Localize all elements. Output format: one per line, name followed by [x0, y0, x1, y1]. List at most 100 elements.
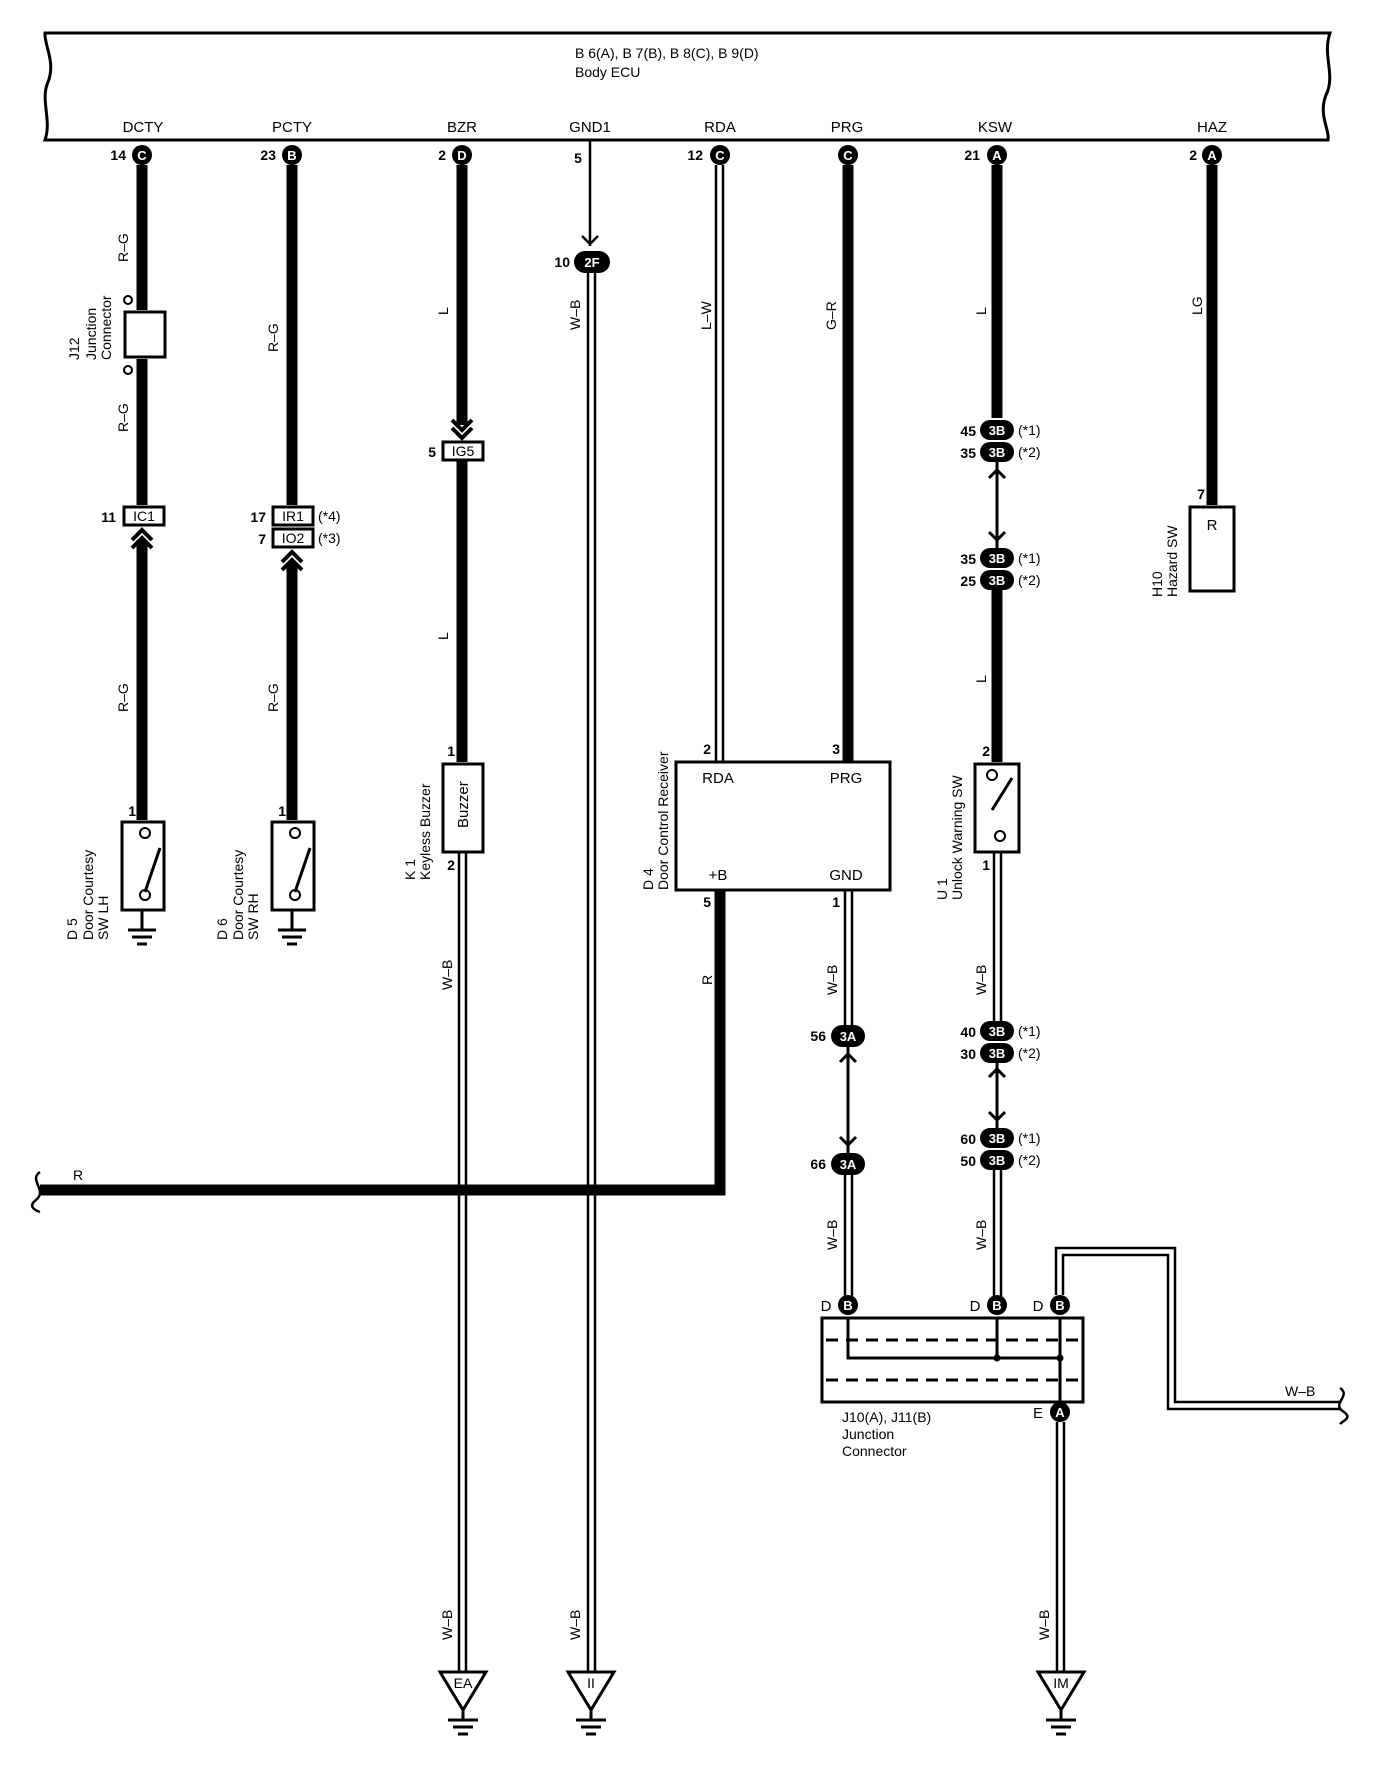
wire-b-color-1: R: [699, 975, 715, 985]
ground-ii: II: [565, 1670, 617, 1736]
splice-note: (*2): [1018, 1045, 1041, 1061]
splice-id: 3B: [989, 1024, 1006, 1039]
h10-pin: 7: [1197, 486, 1205, 502]
circuit-gnd1: 2F 10 W–B W–B: [554, 140, 610, 1672]
j10-conn-a: A: [1055, 1405, 1065, 1420]
splice-ir1-pin: 17: [250, 509, 266, 525]
ecu-pins: 14 C 23 B 2 D 5 12 C C 21 A 2 A: [110, 145, 1222, 166]
j12-id: J12: [66, 337, 82, 360]
u1-pin-top: 2: [982, 743, 990, 759]
h10-label-1: Hazard SW: [1164, 525, 1180, 597]
wire-dcty-color-2: R–G: [115, 403, 131, 432]
circuit-ksw: 3B 45 (*1) 3B 35 (*2) 3B 35 (*1) 3B 25 (…: [934, 165, 1041, 1298]
u1-pin-bot: 1: [982, 857, 990, 873]
d5-id: D 5: [64, 918, 80, 940]
splice-ic1-pin: 11: [101, 509, 116, 525]
splice-id: 3B: [989, 445, 1006, 460]
wire-gnd-color-1: W–B: [824, 965, 840, 995]
conn-rda: C: [715, 148, 725, 163]
splice-id: 3B: [989, 1153, 1006, 1168]
j10-pin-d-2: D: [970, 1298, 981, 1315]
pin-ksw: 21: [964, 147, 980, 163]
splice-note: (*2): [1018, 444, 1041, 460]
ground-im: IM: [1035, 1670, 1087, 1736]
splice-id: 3B: [989, 1046, 1006, 1061]
j10-pin-e: E: [1033, 1405, 1043, 1422]
splice-id: 3B: [989, 423, 1006, 438]
splice-3b-u1-a: 3B 40 (*1) 3B 30 (*2): [960, 1021, 1041, 1063]
d4-pin-b: 5: [703, 894, 711, 910]
keyless-buzzer: [441, 762, 485, 854]
j10-conn-b-2: B: [992, 1298, 1001, 1313]
junction-connector-j10-j11: D B D B D B E A J10(A), J11(B) Junction …: [820, 1246, 1349, 1672]
d4-b-label: +B: [709, 867, 728, 884]
h10-id: H10: [1149, 571, 1165, 597]
splice-2f-id: 2F: [584, 255, 599, 270]
wire-pcty-color-1: R–G: [265, 323, 281, 352]
d4-id: D 4: [640, 868, 656, 890]
ground-ii-label: II: [587, 1675, 595, 1691]
wire-rda-color: L–W: [698, 300, 714, 330]
k1-inner-label: Buzzer: [455, 781, 472, 828]
wire-j10-out-color: W–B: [1285, 1383, 1315, 1399]
d4-rda-label: RDA: [702, 770, 734, 787]
h10-inner-label: R: [1207, 517, 1218, 534]
d5-label-2: SW LH: [95, 896, 111, 940]
pin-gnd1: 5: [574, 150, 582, 166]
splice-pin: 60: [960, 1131, 976, 1147]
pin-bzr: 2: [438, 147, 446, 163]
splice-3a-56-pin: 56: [810, 1028, 826, 1044]
splice-ig5-pin: 5: [428, 444, 436, 460]
d4-label-1: Door Control Receiver: [655, 751, 671, 890]
circuit-dcty: IC1 11 1 R–G R–G R–G J12 Junction Connec…: [64, 165, 167, 946]
conn-prg: C: [843, 148, 853, 163]
splice-note: (*2): [1018, 572, 1041, 588]
ecu-connectors: B 6(A), B 7(B), B 8(C), B 9(D): [575, 45, 759, 61]
wire-gnd1-color-1: W–B: [567, 300, 583, 330]
terminal-ksw: KSW: [978, 119, 1013, 136]
splice-note: (*1): [1018, 422, 1041, 438]
splice-2f: [574, 251, 610, 273]
splice-3a-66: [831, 1153, 865, 1175]
wire-u1-color-2: W–B: [973, 1220, 989, 1250]
wire-bzr-color-4: W–B: [439, 1610, 455, 1640]
splice-id: 3B: [989, 573, 1006, 588]
splice-3a-56-id: 3A: [840, 1029, 857, 1044]
circuit-haz: R 7 LG H10 Hazard SW: [1149, 165, 1236, 597]
pin-rda: 12: [687, 147, 703, 163]
conn-ksw: A: [992, 148, 1002, 163]
k1-id: K 1: [402, 859, 418, 880]
pin-pcty: 23: [260, 147, 276, 163]
splice-ic1: [122, 505, 166, 527]
j10-label-1: Junction: [842, 1426, 894, 1442]
j10-pin-d-1: D: [821, 1298, 832, 1315]
j10-pin-d-3: D: [1033, 1298, 1044, 1315]
wire-u1-color-1: W–B: [973, 965, 989, 995]
wire-im-color: W–B: [1036, 1610, 1052, 1640]
d4-pin-gnd: 1: [832, 894, 840, 910]
j10-body: [820, 1316, 1085, 1404]
splice-id: 3B: [989, 551, 1006, 566]
wire-gnd1-color-2: W–B: [567, 1610, 583, 1640]
terminal-rda: RDA: [704, 119, 736, 136]
splice-ig5-id: IG5: [452, 443, 475, 459]
circuit-door-control-receiver: RDA PRG +B GND 2 3 5 1 D 4 Door Control …: [30, 165, 892, 1298]
wire-ksw-color-1: L: [973, 307, 989, 315]
splice-io2-pin: 7: [258, 531, 266, 547]
splice-pin: 40: [960, 1024, 976, 1040]
splice-id: 3B: [989, 1131, 1006, 1146]
splice-io2: [271, 527, 315, 549]
ground-ea: EA: [437, 1670, 489, 1736]
d6-pin: 1: [278, 803, 286, 819]
d5-label-1: Door Courtesy: [80, 850, 96, 940]
terminal-dcty: DCTY: [123, 119, 164, 136]
door-control-receiver: [674, 760, 892, 892]
splice-io2-id: IO2: [282, 530, 305, 546]
d5-pin: 1: [128, 803, 136, 819]
wire-haz-color: LG: [1189, 296, 1205, 315]
j12-label-1: Junction: [83, 308, 99, 360]
j10-label-2: Connector: [842, 1443, 907, 1459]
splice-3b-ksw-mid: 3B 35 (*1) 3B 25 (*2): [960, 548, 1041, 590]
splice-2f-pin: 10: [554, 254, 570, 270]
